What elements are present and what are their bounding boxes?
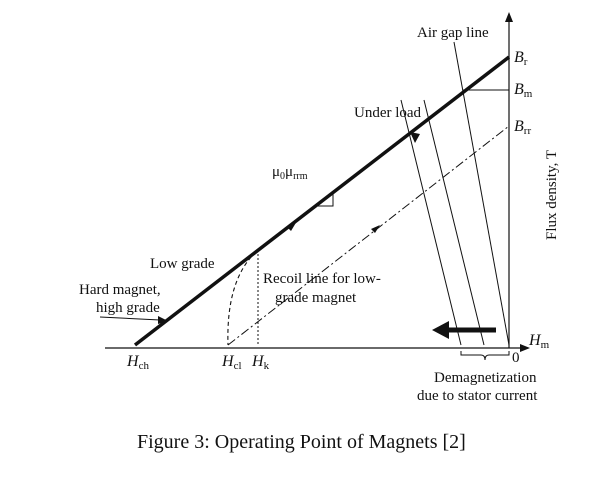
- brr-main: B: [514, 118, 524, 135]
- demag-label-line2: due to stator current: [417, 388, 538, 404]
- hk-label: Hk: [251, 353, 270, 372]
- hch-main: H: [126, 353, 140, 370]
- bm-sub: m: [524, 88, 533, 100]
- under-load-offset-line: [423, 99, 485, 346]
- hcl-label: Hcl: [221, 353, 242, 372]
- demag-line-arrow: [287, 221, 297, 231]
- hch-sub: ch: [139, 360, 150, 372]
- slope-sub-1: 0: [280, 171, 285, 182]
- br-sub: r: [524, 56, 528, 68]
- recoil-line-arrow: [371, 225, 380, 233]
- hcl-sub: cl: [234, 360, 242, 372]
- demag-label-line1: Demagnetization: [434, 370, 537, 386]
- slope-mu-2: μ: [285, 164, 293, 180]
- hm-sub: m: [541, 339, 550, 351]
- air-gap-line: [453, 41, 510, 346]
- hk-main: H: [251, 353, 265, 370]
- bm-label: Bm: [514, 81, 533, 100]
- slope-label: μ0μrrm: [272, 164, 308, 182]
- hm-label: Hm: [528, 332, 550, 351]
- flux-density-axis-label: Flux density, T: [544, 150, 560, 240]
- recoil-line: [227, 125, 510, 346]
- slope-mu-1: μ: [272, 164, 280, 180]
- origin-label: 0: [512, 350, 520, 366]
- slope-triangle: [315, 192, 334, 207]
- recoil-line-label-line1: Recoil line for low-: [263, 271, 381, 287]
- horizontal-axis-arrowhead: [520, 344, 530, 352]
- figure-caption: Figure 3: Operating Point of Magnets [2]: [137, 431, 466, 453]
- hard-magnet-label-line2: high grade: [96, 300, 160, 316]
- low-grade-knee-curve: [227, 251, 257, 346]
- under-load-arrow: [410, 132, 420, 143]
- hch-label: Hch: [126, 353, 149, 372]
- brr-sub: rr: [524, 125, 532, 137]
- demag-bracket: [460, 351, 510, 361]
- br-label: Br: [514, 49, 528, 68]
- hk-sub: k: [264, 360, 270, 372]
- under-load-line: [400, 99, 462, 346]
- air-gap-line-label: Air gap line: [417, 25, 489, 41]
- hard-magnet-leader: [99, 316, 161, 321]
- br-main: B: [514, 49, 524, 66]
- recoil-line-label-line2: grade magnet: [275, 290, 357, 306]
- hm-main: H: [528, 332, 542, 349]
- hcl-main: H: [221, 353, 235, 370]
- slope-sub-2: rrm: [293, 171, 308, 182]
- under-load-label: Under load: [354, 105, 422, 121]
- hard-magnet-label-line1: Hard magnet,: [79, 282, 161, 298]
- hard-magnet-demag-line: [133, 55, 511, 347]
- demag-thick-arrow-head: [432, 321, 449, 339]
- bm-main: B: [514, 81, 524, 98]
- brr-label: Brr: [514, 118, 531, 137]
- hard-magnet-leader-head: [158, 316, 168, 324]
- low-grade-label: Low grade: [150, 256, 215, 272]
- vertical-axis-arrowhead: [505, 12, 513, 22]
